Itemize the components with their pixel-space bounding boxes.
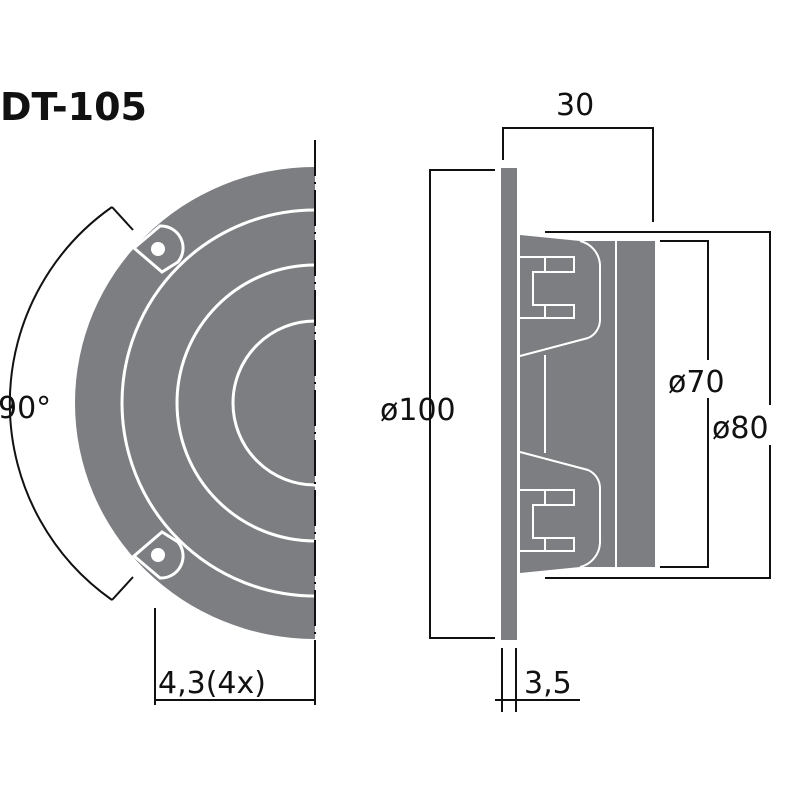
mounting-plate — [501, 168, 517, 640]
mounting-hole-bottom — [151, 548, 165, 562]
ring-inner — [231, 319, 315, 487]
magnet-outline-top — [519, 240, 601, 357]
mounting-hole-top — [151, 242, 165, 256]
dim-line — [502, 127, 654, 222]
dim-line — [545, 231, 771, 579]
front-view: 90° 4,3(4x) — [0, 140, 316, 705]
diameter-100-label: ø100 — [380, 393, 456, 428]
diameter-80-label: ø80 — [712, 411, 769, 446]
angle-label: 90° — [0, 391, 51, 426]
dim-line — [660, 240, 709, 568]
body — [520, 235, 655, 573]
ring-middle — [175, 263, 315, 543]
ring-outer — [120, 208, 315, 598]
diameter-70-label: ø70 — [668, 365, 725, 400]
speaker-face — [75, 167, 315, 639]
terminal-top — [520, 256, 575, 319]
plate-thickness-label: 3,5 — [524, 666, 572, 701]
hole-dim-label: 4,3(4x) — [158, 666, 266, 701]
side-view: 30 ø100 ø70 ø80 3,5 — [380, 88, 771, 712]
dim-line — [429, 169, 495, 639]
angle-arc — [8, 206, 134, 601]
magnet-outline-bottom — [519, 451, 601, 568]
terminal-bottom — [520, 489, 575, 552]
model-title: DT-105 — [0, 85, 147, 129]
depth-label: 30 — [556, 88, 594, 123]
